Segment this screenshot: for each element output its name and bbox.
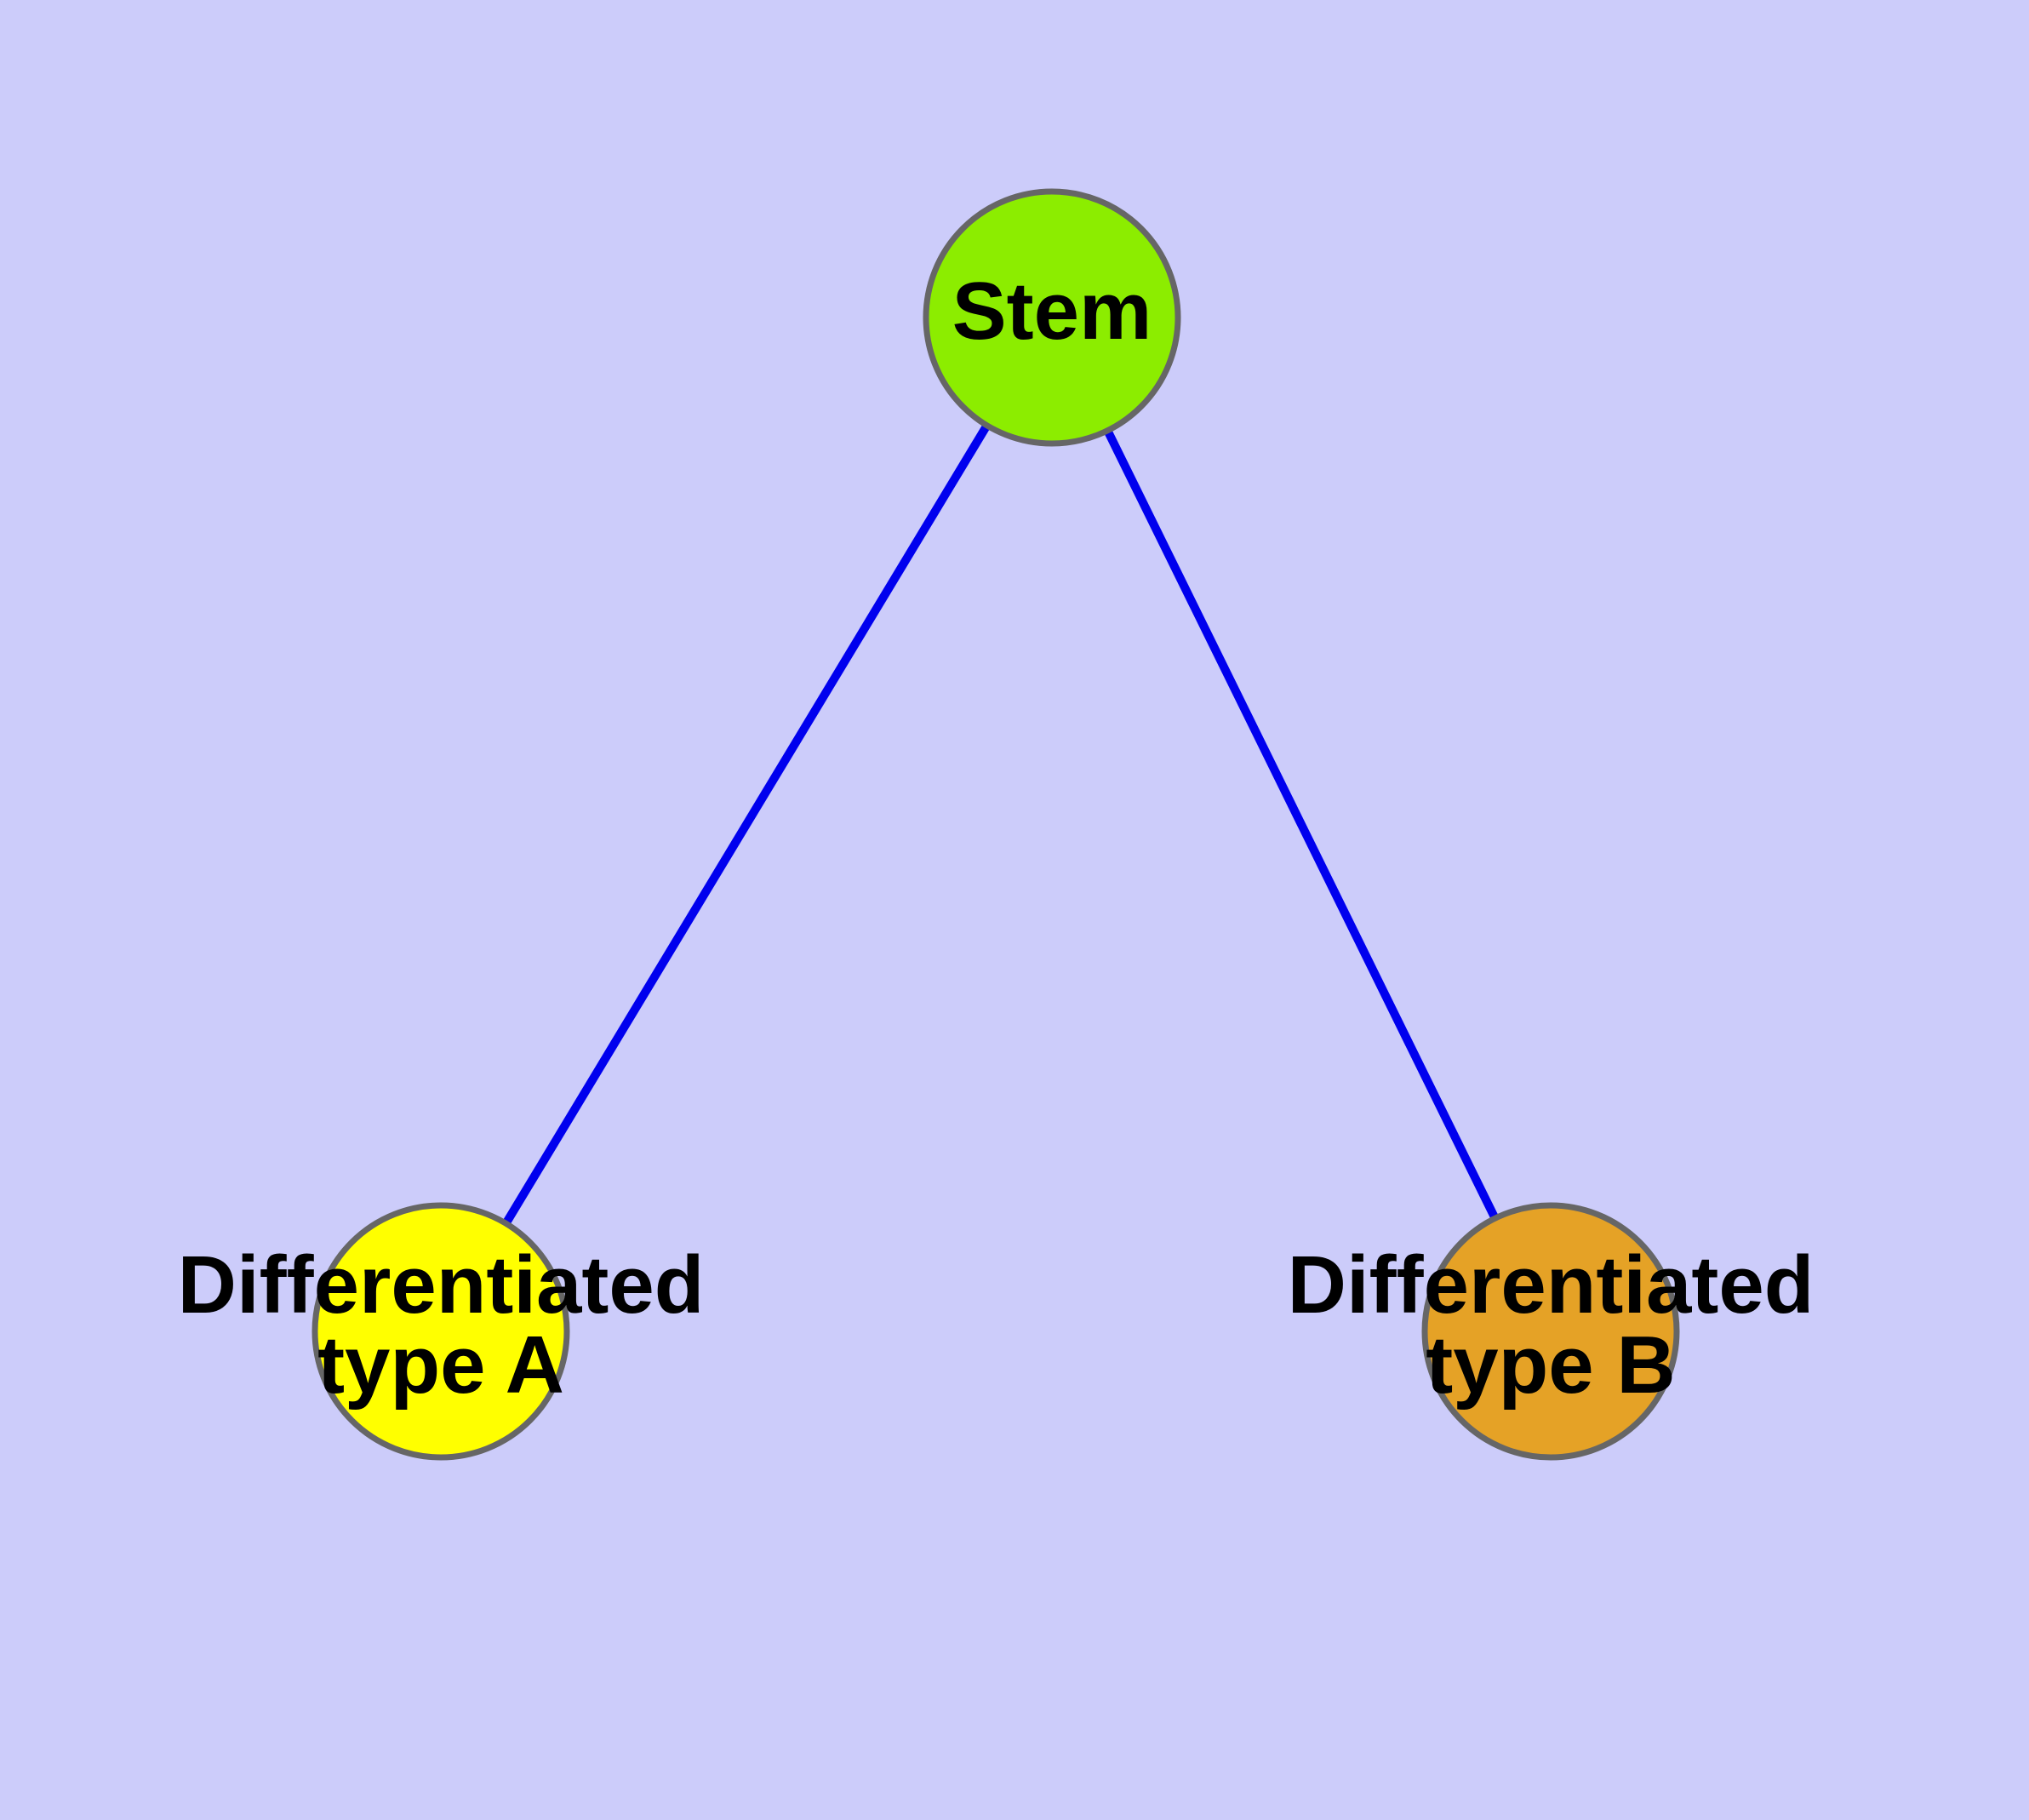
node-label-line: type A [317, 1319, 564, 1411]
edge-stem-diff-b[interactable] [1048, 315, 1555, 1334]
node-label-line: type B [1426, 1319, 1675, 1411]
node-label-line: Differentiated [1288, 1239, 1815, 1331]
node-label-line: Stem [952, 266, 1152, 357]
edge-stem-diff-a[interactable] [437, 315, 1056, 1334]
node-label-stem: Stem [952, 266, 1152, 357]
node-diff-b[interactable] [1421, 1202, 1680, 1461]
node-stem[interactable] [923, 188, 1181, 447]
node-circles [311, 188, 1680, 1461]
node-label-line: Differentiated [178, 1239, 705, 1331]
edges-layer [437, 315, 1555, 1334]
node-diff-a[interactable] [311, 1202, 570, 1461]
